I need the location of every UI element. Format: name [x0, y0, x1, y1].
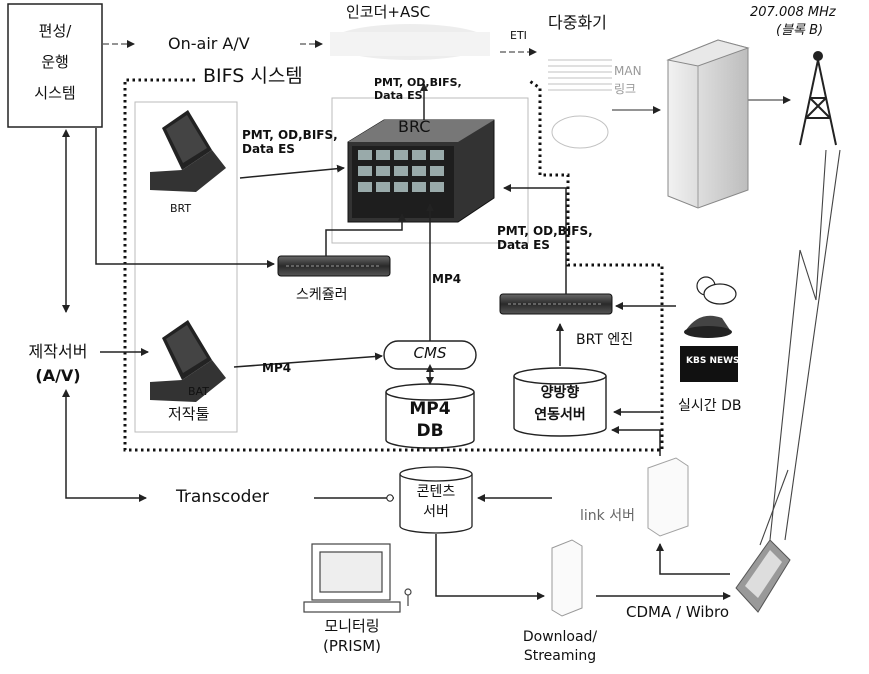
interactive-server-line-2: 연동서버	[514, 404, 606, 426]
onair-av-label: On-air A/V	[168, 35, 250, 53]
realtime-db-label: 실시간 DB	[678, 398, 741, 414]
monitoring-label: 모니터링 (PRISM)	[300, 616, 404, 656]
brc-in-line-1: PMT, OD,BIFS,	[374, 76, 462, 89]
man-link-line-1: MAN	[614, 62, 642, 80]
multiplexer-device	[548, 60, 612, 148]
brt-to-brc-line-1: PMT, OD,BIFS,	[242, 128, 338, 142]
mp4-up-label: MP4	[432, 273, 461, 287]
cdma-label: CDMA / Wibro	[626, 604, 729, 621]
bat-label: BAT	[188, 386, 209, 399]
interactive-server-label: 양방향 연동서버	[514, 382, 606, 426]
download-line-1: Download/	[500, 628, 620, 647]
mp4db-line-1: MP4	[386, 398, 474, 420]
mobile-device	[736, 540, 790, 612]
mp4db-label: MP4 DB	[386, 398, 474, 442]
engine-to-brc-label: PMT, OD,BIFS, Data ES	[497, 224, 593, 252]
bat-mp4-label: MP4	[262, 362, 291, 376]
link-server-node	[648, 458, 688, 536]
ops-system-line-1: 편성/	[8, 16, 102, 47]
production-server-line-2: (A/V)	[8, 364, 108, 388]
monitoring-line-1: 모니터링	[300, 616, 404, 636]
encoder-device	[330, 24, 490, 60]
monitoring-line-2: (PRISM)	[300, 636, 404, 656]
transcoder-label: Transcoder	[176, 488, 269, 508]
content-server-line-2: 서버	[400, 502, 472, 522]
brt-label: BRT	[170, 203, 191, 216]
interactive-server-line-1: 양방향	[514, 382, 606, 404]
brc-label: BRC	[398, 118, 430, 136]
download-server-node	[552, 540, 582, 616]
engine-to-brc-line-1: PMT, OD,BIFS,	[497, 224, 593, 238]
eti-label: ETI	[510, 30, 527, 43]
cms-label: CMS	[384, 345, 476, 362]
content-server-label: 콘텐츠 서버	[400, 482, 472, 522]
ops-system-label: 편성/ 운행 시스템	[8, 16, 102, 109]
monitoring-pc	[304, 544, 411, 612]
brc-in-label: PMT, OD,BIFS, Data ES	[374, 76, 462, 102]
block-label: (블록 B)	[776, 24, 823, 39]
wireless-links	[760, 150, 840, 545]
scheduler-server	[278, 256, 390, 276]
bifs-title: BIFS 시스템	[203, 66, 303, 88]
broadcast-tower	[800, 52, 836, 145]
transmitter-server	[668, 40, 748, 208]
multiplexer-label: 다중화기	[548, 14, 607, 32]
scheduler-label: 스케쥴러	[296, 287, 348, 303]
link-server-label: link 서버	[580, 508, 635, 524]
man-link-line-2: 링크	[614, 80, 642, 98]
brt-workstation	[150, 110, 226, 192]
brt-engine-label: BRT 엔진	[576, 332, 633, 348]
ops-system-line-2: 운행	[8, 47, 102, 78]
frequency-label: 207.008 MHz	[750, 6, 836, 21]
download-line-2: Streaming	[500, 647, 620, 666]
encoder-label: 인코더+ASC	[346, 4, 430, 21]
brt-to-brc-label: PMT, OD,BIFS, Data ES	[242, 128, 338, 156]
content-server-line-1: 콘텐츠	[400, 482, 472, 502]
brc-in-line-2: Data ES	[374, 89, 462, 102]
ops-system-line-3: 시스템	[8, 78, 102, 109]
engine-to-brc-line-2: Data ES	[497, 238, 593, 252]
authoring-tool-label: 저작툴	[168, 406, 209, 423]
download-label: Download/ Streaming	[500, 628, 620, 666]
man-link-label: MAN 링크	[614, 62, 642, 98]
production-server-line-1: 제작서버	[8, 340, 108, 364]
mp4db-line-2: DB	[386, 420, 474, 442]
production-server-label: 제작서버 (A/V)	[8, 340, 108, 388]
kbs-news-label: KBS NEWS	[686, 356, 740, 366]
brt-engine-server	[500, 294, 612, 314]
brt-to-brc-line-2: Data ES	[242, 142, 338, 156]
